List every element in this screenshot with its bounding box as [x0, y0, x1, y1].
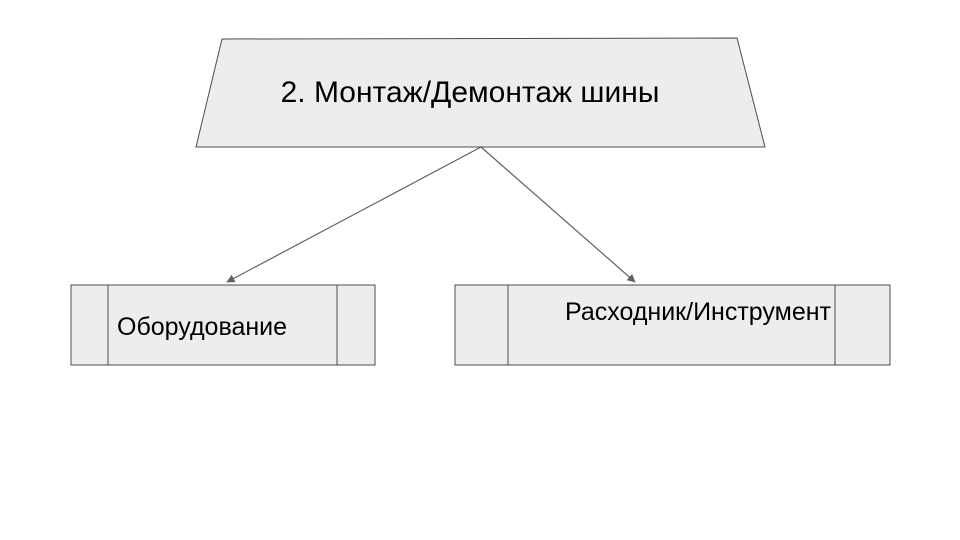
consumable-node-rect: [454, 284, 891, 366]
connector-root-to-equipment: [226, 146, 482, 283]
consumable-node: [454, 284, 891, 366]
root-node-trapezoid: [195, 37, 766, 148]
equipment-node-rect: [70, 284, 376, 366]
equipment-node: [70, 284, 376, 366]
equipment-node-label: Оборудование: [117, 313, 288, 341]
consumable-node-label: Расходник/Инструмент: [565, 298, 831, 326]
connector-root-to-consumable: [480, 146, 636, 283]
root-node-label: 2. Монтаж/Демонтаж шины: [280, 76, 660, 109]
